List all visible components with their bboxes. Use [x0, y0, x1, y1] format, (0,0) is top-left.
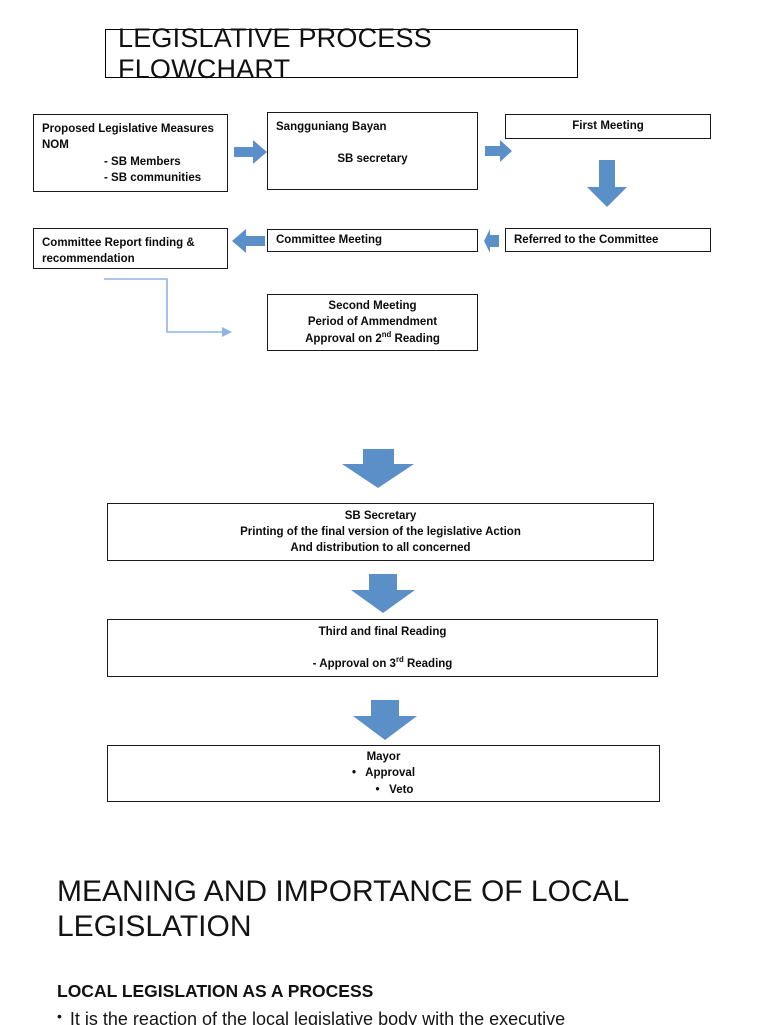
node-third-and-final-reading: Third and final Reading - Approval on 3r… [107, 619, 658, 677]
arrow-down-icon-to-sb-secretary [342, 449, 415, 489]
first-meeting-label: First Meeting [572, 120, 644, 133]
sangguniang-bayan-line1: Sangguniang Bayan [276, 121, 387, 133]
committee-report-line1: Committee Report finding & [42, 237, 195, 249]
page-title-text: LEGISLATIVE PROCESS FLOWCHART [118, 22, 432, 84]
node-sb-secretary-printing: SB Secretary Printing of the final versi… [107, 503, 654, 561]
third-reading-line2-pre: - Approval on 3 [312, 658, 396, 670]
second-meeting-line2: Period of Ammendment [307, 316, 438, 329]
second-meeting-line3-post: Reading [391, 332, 440, 345]
sangguniang-bayan-line2: SB secretary [337, 153, 408, 166]
node-committee-report: Committee Report finding & recommendatio… [33, 228, 228, 269]
elbow-connector-report-to-second-meeting [98, 270, 238, 342]
sb-secretary-line1: SB Secretary [344, 509, 417, 522]
page-title: LEGISLATIVE PROCESS FLOWCHART [105, 23, 578, 84]
mayor-bullet-1-label: Approval [365, 767, 416, 780]
arrow-down-icon-to-third-reading [350, 574, 416, 614]
proposed-measures-line4: - SB communities [104, 171, 202, 184]
node-first-meeting: First Meeting [505, 114, 711, 139]
bullet-text: It is the reaction of the local legislat… [69, 1009, 566, 1025]
arrow-down-icon-to-mayor [352, 700, 418, 741]
third-reading-line2-post: Reading [403, 658, 453, 670]
sb-secretary-line2: Printing of the final version of the leg… [240, 525, 521, 538]
proposed-measures-line3: - SB Members [104, 155, 181, 168]
mayor-bullet-2-label: Veto [389, 783, 414, 796]
arrow-right-icon-2 [485, 139, 513, 163]
second-meeting-line1: Second Meeting [328, 300, 417, 312]
node-sangguniang-bayan: Sangguniang Bayan SB secretary [267, 112, 478, 190]
list-item: • It is the reaction of the local legisl… [57, 1008, 717, 1025]
node-mayor: Mayor • Approval • Veto [107, 745, 660, 802]
body-bullet-list: • It is the reaction of the local legisl… [57, 1008, 717, 1025]
sb-secretary-line3: And distribution to all concerned [290, 542, 471, 555]
second-meeting-line3: Approval on 2nd Reading [305, 329, 440, 347]
second-meeting-ordinal-suffix: nd [381, 329, 392, 339]
arrow-left-icon-2 [484, 228, 500, 254]
committee-report-line2: recommendation [42, 253, 135, 266]
arrow-left-icon-1 [232, 228, 266, 254]
second-meeting-line3-pre: Approval on 2 [305, 332, 382, 345]
node-second-meeting: Second Meeting Period of Ammendment Appr… [267, 294, 478, 351]
node-proposed-legislative-measures: Proposed Legislative Measures NOM - SB M… [33, 114, 228, 192]
section-subheading: LOCAL LEGISLATION AS A PROCESS [57, 981, 374, 1001]
proposed-measures-line2: NOM [42, 139, 69, 152]
node-committee-meeting: Committee Meeting [267, 229, 478, 252]
third-reading-line1: Third and final Reading [318, 625, 447, 638]
committee-meeting-label: Committee Meeting [276, 234, 383, 247]
arrow-down-icon-first-meeting [586, 160, 628, 208]
node-referred-to-committee: Referred to the Committee [505, 228, 711, 252]
proposed-measures-line1: Proposed Legislative Measures [42, 123, 214, 135]
third-reading-line2: - Approval on 3rd Reading [313, 656, 453, 672]
referred-to-committee-label: Referred to the Committee [514, 233, 659, 246]
mayor-line1: Mayor [366, 751, 401, 763]
mayor-bullet-1: • Approval [351, 767, 416, 780]
section-heading: MEANING AND IMPORTANCE OF LOCAL LEGISLAT… [57, 875, 629, 944]
mayor-bullet-2: • Veto [375, 783, 414, 796]
bullet-marker-icon: • [57, 1008, 62, 1024]
arrow-right-icon-1 [234, 139, 268, 165]
third-reading-ordinal-suffix: rd [395, 655, 404, 665]
